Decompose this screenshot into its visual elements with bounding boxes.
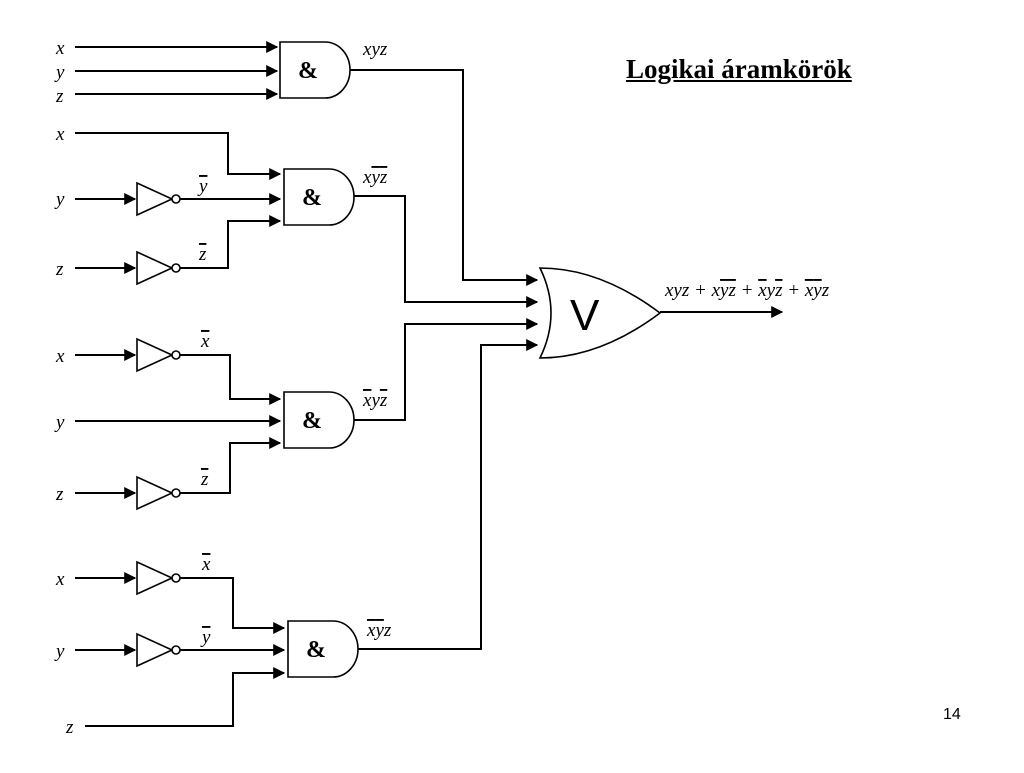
and-gate-2-group: x y z y z & xyz bbox=[54, 124, 539, 308]
output-expression-term-4: z bbox=[727, 280, 736, 301]
input-y-2: y bbox=[54, 189, 65, 210]
wire-g4-out bbox=[358, 339, 539, 650]
inverter-g4-0-term-0: x bbox=[201, 554, 211, 575]
input-z-1: z bbox=[55, 86, 64, 107]
wire-g3-zbar bbox=[180, 437, 282, 494]
wire-g2-x bbox=[75, 132, 282, 180]
and-gate-3-group: x y z x z & xyz bbox=[54, 318, 539, 511]
output-expression-term-12: z bbox=[821, 280, 830, 301]
gate-output-4-term-1: y bbox=[373, 620, 384, 641]
inverter-bubble-g4-x bbox=[171, 573, 181, 583]
inverter-g3-1-term-0: z bbox=[200, 469, 209, 490]
output-expression-term-6: x bbox=[757, 280, 767, 301]
output-expression-term-8: z bbox=[774, 280, 783, 301]
inverter-bubble-g3-z bbox=[171, 488, 181, 498]
output-expression-term-10: x bbox=[804, 280, 814, 301]
gate-output-label-2: xyz bbox=[362, 167, 388, 188]
gate-output-2-term-0: x bbox=[362, 167, 372, 188]
page-number: 14 bbox=[943, 706, 961, 723]
gate-output-1-term-0: x bbox=[362, 39, 372, 60]
input-x-4: x bbox=[55, 569, 65, 590]
inverter-g2-z bbox=[136, 250, 174, 286]
wire-g4-xbar bbox=[180, 577, 286, 634]
inverter-bubble-g2-z bbox=[171, 263, 181, 273]
input-x-2: x bbox=[55, 124, 65, 145]
inverter-g3-0-term-0: x bbox=[200, 331, 210, 352]
and-gate-1-group: x y z & xyz bbox=[54, 38, 539, 286]
inverter-bubble-g3-x bbox=[171, 350, 181, 360]
or-symbol: V bbox=[570, 291, 600, 340]
and-gate-3 bbox=[283, 391, 355, 449]
and-gate-1 bbox=[279, 41, 351, 99]
gate-output-3-term-2: z bbox=[379, 390, 388, 411]
gate-output-2-term-1: y bbox=[369, 167, 380, 188]
gate-output-4-term-2: z bbox=[383, 620, 392, 641]
inverter-bubble-g4-y bbox=[171, 645, 181, 655]
output-expression-term-5: + bbox=[736, 280, 758, 301]
gate-output-label-1: xyz bbox=[362, 39, 388, 60]
inverter-label-g4-xbar: x bbox=[201, 554, 211, 575]
inverter-g2-0-term-0: y bbox=[197, 176, 208, 197]
gate-output-label-4: xyz bbox=[366, 620, 392, 641]
wire-g1-out bbox=[350, 69, 539, 286]
input-x-1: x bbox=[55, 38, 65, 59]
inverter-g4-1-term-0: y bbox=[200, 627, 211, 648]
input-x-3: x bbox=[55, 346, 65, 367]
input-z-2: z bbox=[55, 259, 64, 280]
input-y-1: y bbox=[54, 62, 65, 83]
wire-g2-out bbox=[354, 195, 539, 308]
output-expression-term-7: y bbox=[765, 280, 776, 301]
and-symbol-3: & bbox=[302, 408, 322, 434]
output-expression-term-3: y bbox=[718, 280, 729, 301]
inverter-bubble-g2-y bbox=[171, 194, 181, 204]
output-expression-term-2: x bbox=[711, 280, 721, 301]
inverter-label-g3-xbar: x bbox=[200, 331, 210, 352]
inverter-g4-x bbox=[136, 560, 174, 596]
wire-g2-zbar bbox=[180, 215, 282, 269]
page-title: Logikai áramkörök bbox=[626, 54, 852, 84]
inverter-g2-y bbox=[136, 181, 174, 217]
gate-output-3-term-1: y bbox=[369, 390, 380, 411]
inverter-label-g4-ybar: y bbox=[200, 627, 211, 648]
and-symbol-1: & bbox=[298, 58, 318, 84]
gate-output-3-term-0: x bbox=[362, 390, 372, 411]
and-symbol-4: & bbox=[306, 637, 326, 663]
output-expression: xyz + xyz + xyz + xyz bbox=[664, 280, 830, 301]
wire-g4-z bbox=[85, 667, 286, 727]
input-y-4: y bbox=[54, 641, 65, 662]
or-gate-group: V xyz + xyz + xyz + xyz bbox=[538, 267, 830, 359]
gate-output-label-3: xyz bbox=[362, 390, 388, 411]
gate-output-4-term-0: x bbox=[366, 620, 376, 641]
inverter-g4-y bbox=[136, 632, 174, 668]
and-gate-4 bbox=[287, 620, 359, 678]
input-y-3: y bbox=[54, 412, 65, 433]
inverter-label-g2-zbar: z bbox=[198, 244, 207, 265]
inverter-g3-z bbox=[136, 475, 174, 511]
output-expression-term-9: + bbox=[782, 280, 804, 301]
output-expression-term-1: + bbox=[689, 280, 711, 301]
inverter-g2-1-term-0: z bbox=[198, 244, 207, 265]
inverter-g3-x bbox=[136, 337, 174, 373]
wire-g3-out bbox=[354, 318, 539, 421]
wire-g3-xbar bbox=[180, 354, 282, 405]
inverter-label-g2-ybar: y bbox=[197, 176, 208, 197]
gate-output-2-term-2: z bbox=[379, 167, 388, 188]
and-gate-4-group: x y z x y & xyz bbox=[54, 339, 539, 738]
inverter-label-g3-zbar: z bbox=[200, 469, 209, 490]
output-expression-term-11: y bbox=[811, 280, 822, 301]
gate-output-1-term-1: y bbox=[369, 39, 380, 60]
and-gate-2 bbox=[283, 168, 355, 226]
gate-output-1-term-2: z bbox=[379, 39, 388, 60]
input-z-4: z bbox=[65, 717, 74, 738]
output-expression-term-0: xyz bbox=[664, 280, 690, 301]
or-gate bbox=[538, 267, 662, 359]
and-symbol-2: & bbox=[302, 185, 322, 211]
input-z-3: z bbox=[55, 484, 64, 505]
